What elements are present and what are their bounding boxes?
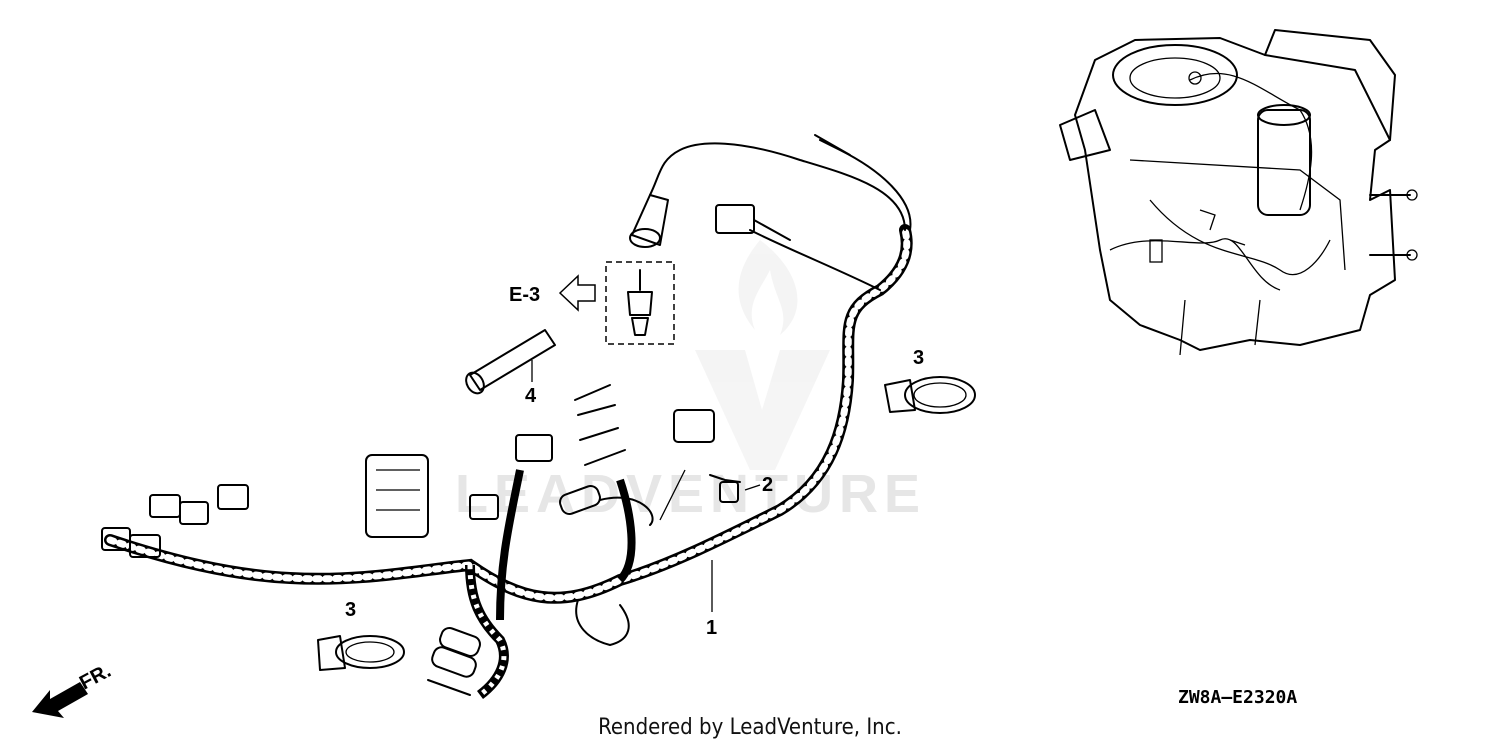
- reference-part-box: [605, 261, 675, 345]
- terminal-pins: [427, 134, 851, 696]
- engine-illustration: [1059, 29, 1418, 356]
- callout-3-left: 3: [345, 599, 356, 621]
- callout-3-right: 3: [913, 347, 924, 369]
- callout-4: 4: [525, 385, 537, 407]
- callout-2: 2: [762, 474, 773, 496]
- clamp-part-right: [884, 376, 976, 414]
- watermark-text: LEADVENTURE: [455, 464, 926, 524]
- plug-cap: [629, 194, 669, 248]
- reference-arrow: [558, 274, 596, 312]
- reference-label: E-3: [509, 284, 540, 306]
- front-direction-arrow: [32, 682, 88, 718]
- tube-part: [465, 329, 556, 395]
- harness-connectors: [101, 204, 791, 558]
- watermark-logo: [695, 240, 830, 470]
- footer-credit: Rendered by LeadVenture, Inc.: [598, 715, 902, 740]
- diagram-code: ZW8A—E2320A: [1178, 687, 1297, 708]
- callout-1: 1: [706, 617, 717, 639]
- clamp-part-left: [317, 635, 405, 671]
- leader-line-2: [659, 469, 761, 521]
- bolt-part: [709, 474, 741, 503]
